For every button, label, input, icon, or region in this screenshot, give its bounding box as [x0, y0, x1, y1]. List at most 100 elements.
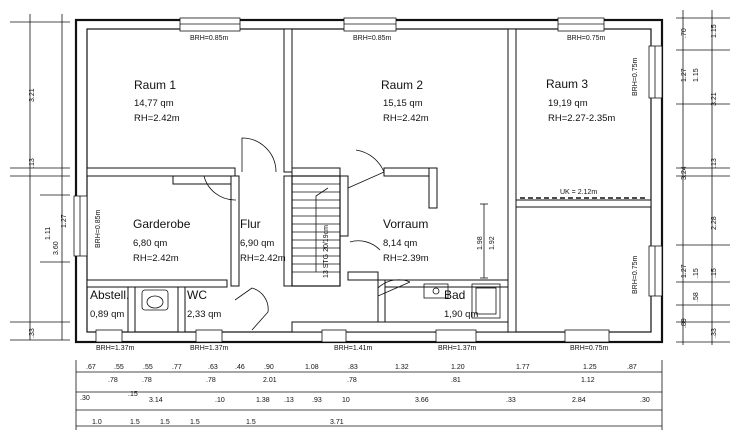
vorraum-area: 8,14 qm [383, 238, 417, 249]
toilet [141, 289, 169, 311]
bottom-r1-6: .90 [264, 364, 274, 371]
bottom-r3-7: 10 [342, 397, 350, 404]
vorraum-name: Vorraum [383, 217, 428, 231]
window-right-upper [648, 45, 663, 99]
bad-area: 1,90 qm [444, 309, 478, 320]
brh-top-right: BRH=0.75m [567, 35, 605, 42]
abstell-name: Abstell. [90, 288, 129, 302]
left-dim-360: 3.60 [53, 241, 60, 255]
left-dim-111: 1.11 [45, 227, 52, 240]
brh-bottom-1: BRH=1.37m [96, 345, 134, 352]
left-dimension-chain: 3.21 .13 3.60 .33 1.11 1.27 [10, 14, 70, 341]
right-outer-dim-33: .33 [711, 328, 718, 338]
bottom-r1-12: 1.25 [583, 364, 597, 371]
right-outer-dim-321: 3.21 [711, 92, 718, 106]
window-labels: BRH=0.85m BRH=0.85m BRH=0.75m BRH=0.75m … [95, 35, 639, 352]
flur-rh: RH=2.42m [240, 253, 286, 264]
bottom-r1-1: .55 [114, 364, 124, 371]
bottom-r3-2: 3.14 [149, 397, 163, 404]
fixtures [141, 283, 501, 319]
bottom-r1-2: .55 [143, 364, 153, 371]
room-2-name: Raum 2 [381, 78, 423, 92]
right-inner-dim-89: .89 [681, 318, 688, 328]
doors [203, 137, 411, 331]
bottom-r1-3: .77 [172, 364, 182, 371]
bottom-r4-1: 1.5 [130, 419, 140, 426]
garderobe-rh: RH=2.42m [133, 253, 179, 264]
window-bottom-1 [95, 329, 123, 343]
bath-sink [423, 283, 449, 299]
bottom-dimension-chains: .67 .55 .55 .77 .63 .46 .90 1.08 .83 1.3… [75, 360, 663, 430]
interior-dims: 1.98 1.92 [477, 203, 496, 279]
right-inner-dim-127a: 1.27 [681, 68, 688, 82]
window-top-left [179, 17, 241, 32]
window-top-right [557, 17, 605, 32]
bottom-r3-0: .15 [128, 391, 138, 398]
bottom-r3-6: .93 [312, 397, 322, 404]
bottom-r1-13: .87 [627, 364, 637, 371]
window-right-lower [648, 245, 663, 297]
vorraum-rh: RH=2.39m [383, 253, 429, 264]
right-inner-dim-115: 1.15 [693, 68, 700, 82]
bottom-r3-3: .10 [215, 397, 225, 404]
bottom-r1-10: 1.20 [451, 364, 465, 371]
brh-top-left: BRH=0.85m [190, 35, 228, 42]
brh-top-mid: BRH=0.85m [353, 35, 391, 42]
bottom-r4-0: 1.0 [92, 419, 102, 426]
bottom-r3-10: 2.84 [572, 397, 586, 404]
bottom-r4-4: 1.5 [246, 419, 256, 426]
room-1-name: Raum 1 [134, 78, 176, 92]
interior-dim-198: 1.98 [477, 236, 484, 250]
room-3-area: 19,19 qm [548, 98, 588, 109]
right-inner-dim-15: .15 [693, 268, 700, 278]
bottom-r2-5: .81 [451, 377, 461, 384]
uk-label: UK = 2.12m [560, 189, 597, 196]
room-labels: Raum 1 14,77 qm RH=2.42m Raum 2 15,15 qm… [90, 77, 615, 320]
garderobe-area: 6,80 qm [133, 238, 167, 249]
right-outer-dim-13: .13 [711, 158, 718, 168]
room-1-area: 14,77 qm [134, 98, 174, 109]
window-left [73, 195, 88, 257]
flur-name: Flur [240, 217, 261, 231]
brh-bottom-3: BRH=1.41m [334, 345, 372, 352]
wc-area: 2,33 qm [187, 309, 221, 320]
bottom-r1-0: .67 [86, 364, 96, 371]
windows [73, 17, 663, 343]
left-dim-127: 1.27 [61, 214, 68, 228]
window-top-mid [343, 17, 397, 32]
bottom-r3-11: .30 [640, 397, 650, 404]
wc-name: WC [187, 288, 207, 302]
bad-name: Bad [444, 288, 465, 302]
bottom-r2-2: .78 [206, 377, 216, 384]
right-outer-dim-115: 1.15 [711, 24, 718, 38]
brh-left: BRH=0.85m [95, 210, 102, 248]
left-dim-13: .13 [29, 158, 36, 168]
right-outer-dim-15: .15 [711, 268, 718, 278]
bottom-r3-8: 3.66 [415, 397, 429, 404]
room-2-area: 15,15 qm [383, 98, 423, 109]
bottom-r4-3: 1.5 [190, 419, 200, 426]
bottom-r1-4: .63 [208, 364, 218, 371]
bottom-r3-1: .30 [80, 395, 90, 402]
right-dimension-chain: .70 1.27 1.15 3.24 1.27 .15 .58 .89 1.15… [676, 10, 730, 345]
bottom-r1-11: 1.77 [516, 364, 530, 371]
right-outer-dim-228: 2.28 [711, 216, 718, 230]
bottom-r1-5: .46 [235, 364, 245, 371]
left-dim-321: 3.21 [29, 88, 36, 102]
brh-bottom-5: BRH=0.75m [570, 345, 608, 352]
left-dim-33: .33 [29, 328, 36, 338]
window-bottom-5 [564, 329, 610, 343]
bottom-r1-8: .83 [348, 364, 358, 371]
uk-line: UK = 2.12m [520, 189, 648, 199]
bottom-r1-7: 1.08 [305, 364, 319, 371]
bottom-r2-1: .78 [142, 377, 152, 384]
brh-right-upper: BRH=0.75m [632, 58, 639, 96]
right-inner-dim-70: .70 [681, 28, 688, 38]
stair: 13 STG 20/19cm [291, 175, 341, 287]
interior-dim-192: 1.92 [489, 236, 496, 250]
bottom-r2-4: .78 [347, 377, 357, 384]
window-bottom-4 [435, 329, 477, 343]
room-1-rh: RH=2.42m [134, 113, 180, 124]
bottom-r4-5: 3.71 [330, 419, 344, 426]
bottom-r2-3: 2.01 [263, 377, 277, 384]
